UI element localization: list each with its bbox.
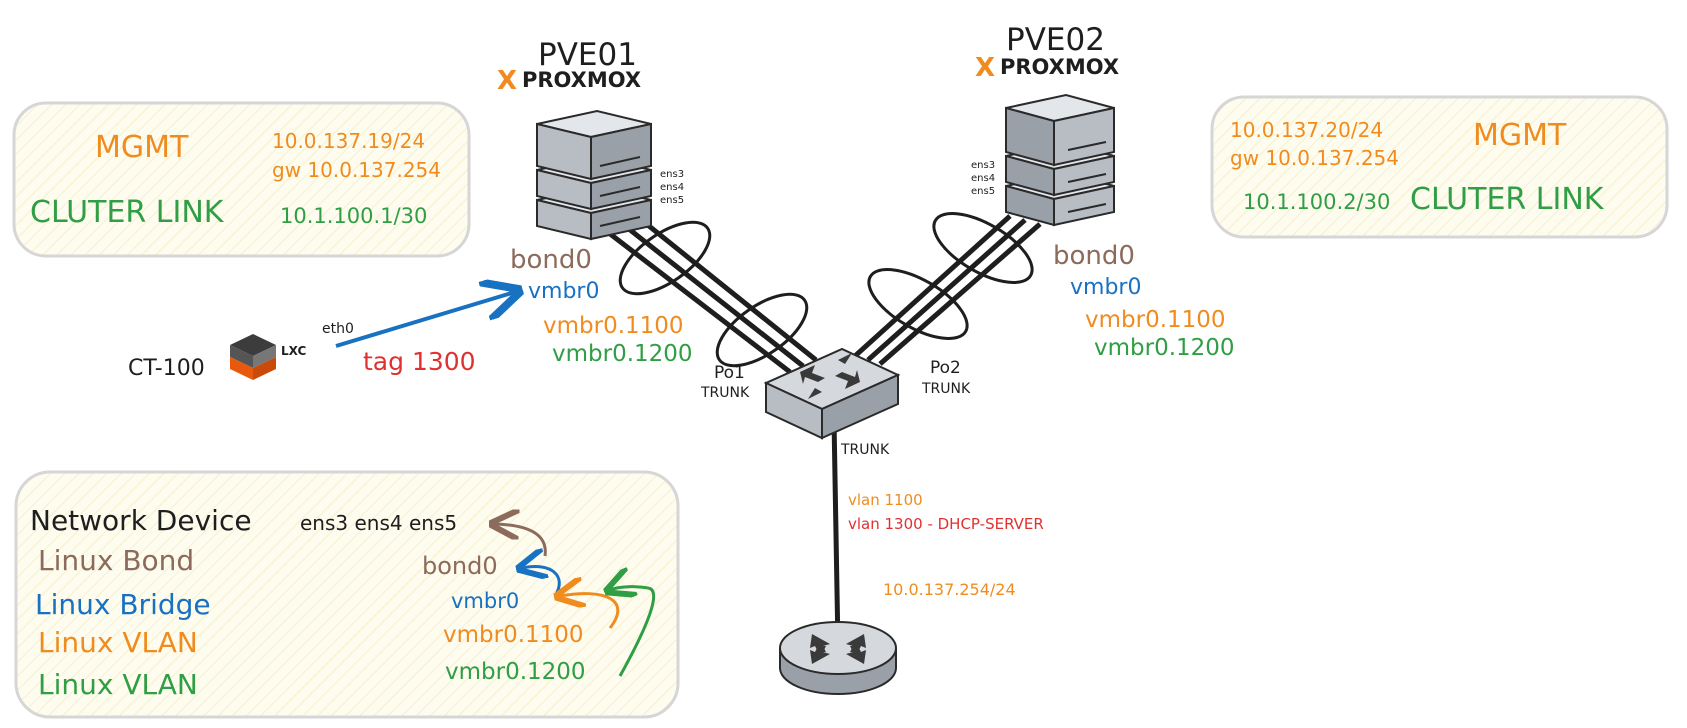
po2-mode: TRUNK xyxy=(921,381,971,397)
pve01-vlan1100: vmbr0.1100 xyxy=(543,313,684,339)
router-ip: 10.0.137.254/24 xyxy=(883,580,1016,599)
pve02-cluster-title: CLUTER LINK xyxy=(1410,182,1605,217)
pve01-mgmt-ip: 10.0.137.19/24 xyxy=(272,129,425,153)
legend-example-bond: bond0 xyxy=(422,552,498,580)
legend-example-vlan1100: vmbr0.1100 xyxy=(443,622,584,648)
legend-linux-bond: Linux Bond xyxy=(38,544,194,577)
pve02-iface-ens5: ens5 xyxy=(971,186,995,197)
proxmox-x-icon: X xyxy=(975,53,995,83)
pve02-cluster-ip: 10.1.100.2/30 xyxy=(1243,190,1390,214)
legend-linux-vlan-1200: Linux VLAN xyxy=(38,668,198,701)
pve02-mgmt-ip: 10.0.137.20/24 xyxy=(1230,118,1383,142)
pve01-vlan1200: vmbr0.1200 xyxy=(552,341,693,367)
pve01-cluster-title: CLUTER LINK xyxy=(30,195,225,230)
po2-label: Po2 xyxy=(930,358,961,378)
pve01-cluster-ip: 10.1.100.1/30 xyxy=(280,204,427,228)
pve01-uplink-cables xyxy=(603,212,818,374)
pve02-mgmt-panel xyxy=(1210,95,1669,239)
ct-name: CT-100 xyxy=(128,356,205,381)
pve02-mgmt-gw: gw 10.0.137.254 xyxy=(1230,146,1399,170)
lxc-container-icon: LXC xyxy=(230,334,306,380)
legend-vlan1200-arrow xyxy=(610,587,655,677)
pve02-vlan1200: vmbr0.1200 xyxy=(1094,335,1235,361)
pve01-iface-ens4: ens4 xyxy=(660,182,684,193)
proxmox-x-icon: X xyxy=(497,66,517,96)
legend-linux-vlan-1100: Linux VLAN xyxy=(38,626,198,659)
po2-bond-ring xyxy=(867,268,969,340)
pve02-vlan1100: vmbr0.1100 xyxy=(1085,307,1226,333)
server-stack-icon xyxy=(536,109,652,241)
pve01-bridge: vmbr0 xyxy=(528,279,599,304)
pve02-bond-ring xyxy=(932,212,1034,284)
pve02-name: PVE02 xyxy=(1006,22,1105,58)
pve02-iface-ens4: ens4 xyxy=(971,173,995,184)
router-vlan-1300: vlan 1300 - DHCP-SERVER xyxy=(848,515,1044,533)
po1-bond-ring xyxy=(715,292,809,368)
pve01-iface-ens5: ens5 xyxy=(660,195,684,206)
pve02-bond: bond0 xyxy=(1053,241,1135,271)
ct-vlan-tag: tag 1300 xyxy=(363,347,476,376)
pve02-mgmt-title: MGMT xyxy=(1473,118,1567,153)
server-stack-icon xyxy=(1005,93,1115,227)
pve01-name: PVE01 xyxy=(538,37,637,73)
legend-vlan1100-arrow xyxy=(560,594,620,629)
pve01-bond-ring xyxy=(618,220,712,296)
pve01-mgmt-title: MGMT xyxy=(95,130,189,165)
legend-title: Network Device xyxy=(30,504,252,537)
legend-example-vlan1200: vmbr0.1200 xyxy=(445,659,586,685)
pve01-bond: bond0 xyxy=(510,245,592,275)
switch-icon xyxy=(763,347,901,440)
po1-label: Po1 xyxy=(714,363,745,383)
ct-to-bridge-arrow xyxy=(335,292,515,348)
pve02-bridge: vmbr0 xyxy=(1070,275,1141,300)
legend-title-ifaces: ens3 ens4 ens5 xyxy=(300,511,457,535)
pve01-mgmt-gw: gw 10.0.137.254 xyxy=(272,158,441,182)
pve02-iface-ens3: ens3 xyxy=(971,160,995,171)
pve01-iface-ens3: ens3 xyxy=(660,169,684,180)
pve02-proxmox-logo: X PROXMOX xyxy=(975,53,1119,83)
legend-example-bridge: vmbr0 xyxy=(451,589,519,613)
switch-uplink-mode: TRUNK xyxy=(840,442,890,458)
router-icon xyxy=(779,621,897,695)
pve01-logo-text: PROXMOX xyxy=(522,68,641,92)
ct-iface: eth0 xyxy=(322,321,354,337)
pve01-proxmox-logo: X PROXMOX xyxy=(497,66,641,96)
pve01-mgmt-panel xyxy=(12,101,471,258)
legend-linux-bridge: Linux Bridge xyxy=(35,588,211,621)
switch-router-cable xyxy=(831,419,841,649)
router-vlan-1100: vlan 1100 xyxy=(848,491,923,509)
po1-mode: TRUNK xyxy=(700,385,750,401)
lxc-badge: LXC xyxy=(281,344,306,358)
pve02-logo-text: PROXMOX xyxy=(1000,55,1119,79)
